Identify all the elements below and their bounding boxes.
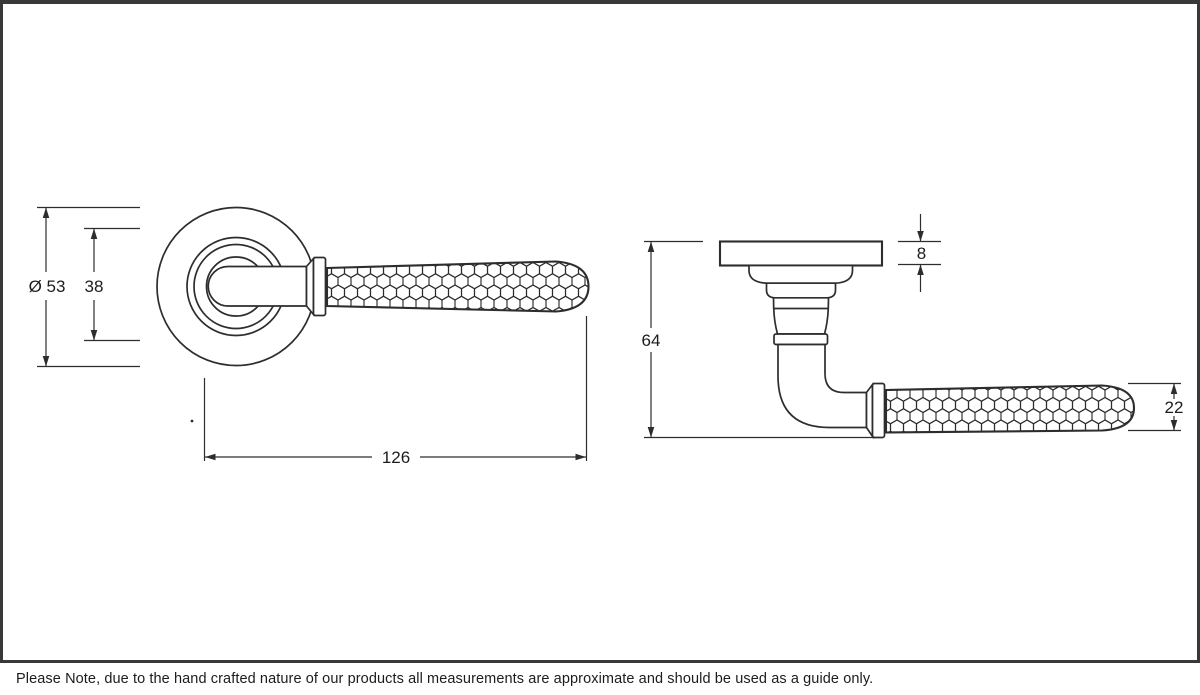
frame-border-left (0, 0, 3, 663)
dimension-grip-width: 22 (1128, 382, 1184, 432)
dimension-projection: 64 (642, 240, 876, 439)
side-view: 8 64 22 (642, 214, 1184, 440)
technical-drawing: Ø 53 38 126 (29, 206, 1184, 467)
frame-border-top (0, 0, 1200, 4)
dimension-projection-label: 64 (642, 331, 661, 350)
dimension-diameter: Ø 53 (29, 206, 140, 368)
lever-neck-side (772, 296, 830, 335)
lever-grip-side (884, 384, 1136, 434)
lever-elbow-side (777, 343, 868, 429)
frame-border-right (1197, 0, 1200, 695)
lever-collar-band-front (312, 256, 327, 317)
stray-dot (190, 419, 194, 423)
dimension-lever-length: 126 (190, 316, 588, 467)
lever-collar-band-side (871, 382, 886, 439)
dimension-rose-thickness: 8 (898, 214, 941, 292)
dimension-diameter-label: Ø 53 (29, 277, 66, 296)
lever-collar-flare-front (305, 256, 315, 317)
lever-neck-front (207, 265, 308, 307)
dimension-rose-inner-label: 38 (85, 277, 104, 296)
dimension-rose-inner: 38 (84, 227, 140, 342)
rose-plate-side (718, 240, 884, 267)
note-text: Please Note, due to the hand crafted nat… (16, 671, 874, 687)
rose-base-step2-side (765, 282, 837, 299)
lever-grip-front (325, 260, 590, 313)
rose-base-step1-side (748, 264, 854, 285)
lever-collar-flare-side (865, 381, 874, 440)
front-view: Ø 53 38 126 (29, 206, 590, 467)
lever-ring-side (773, 333, 829, 346)
dimension-lever-length-label: 126 (382, 448, 410, 467)
dimension-grip-width-label: 22 (1165, 398, 1184, 417)
note-bar: Please Note, due to the hand crafted nat… (0, 660, 1200, 695)
dimension-rose-thickness-label: 8 (917, 244, 926, 263)
